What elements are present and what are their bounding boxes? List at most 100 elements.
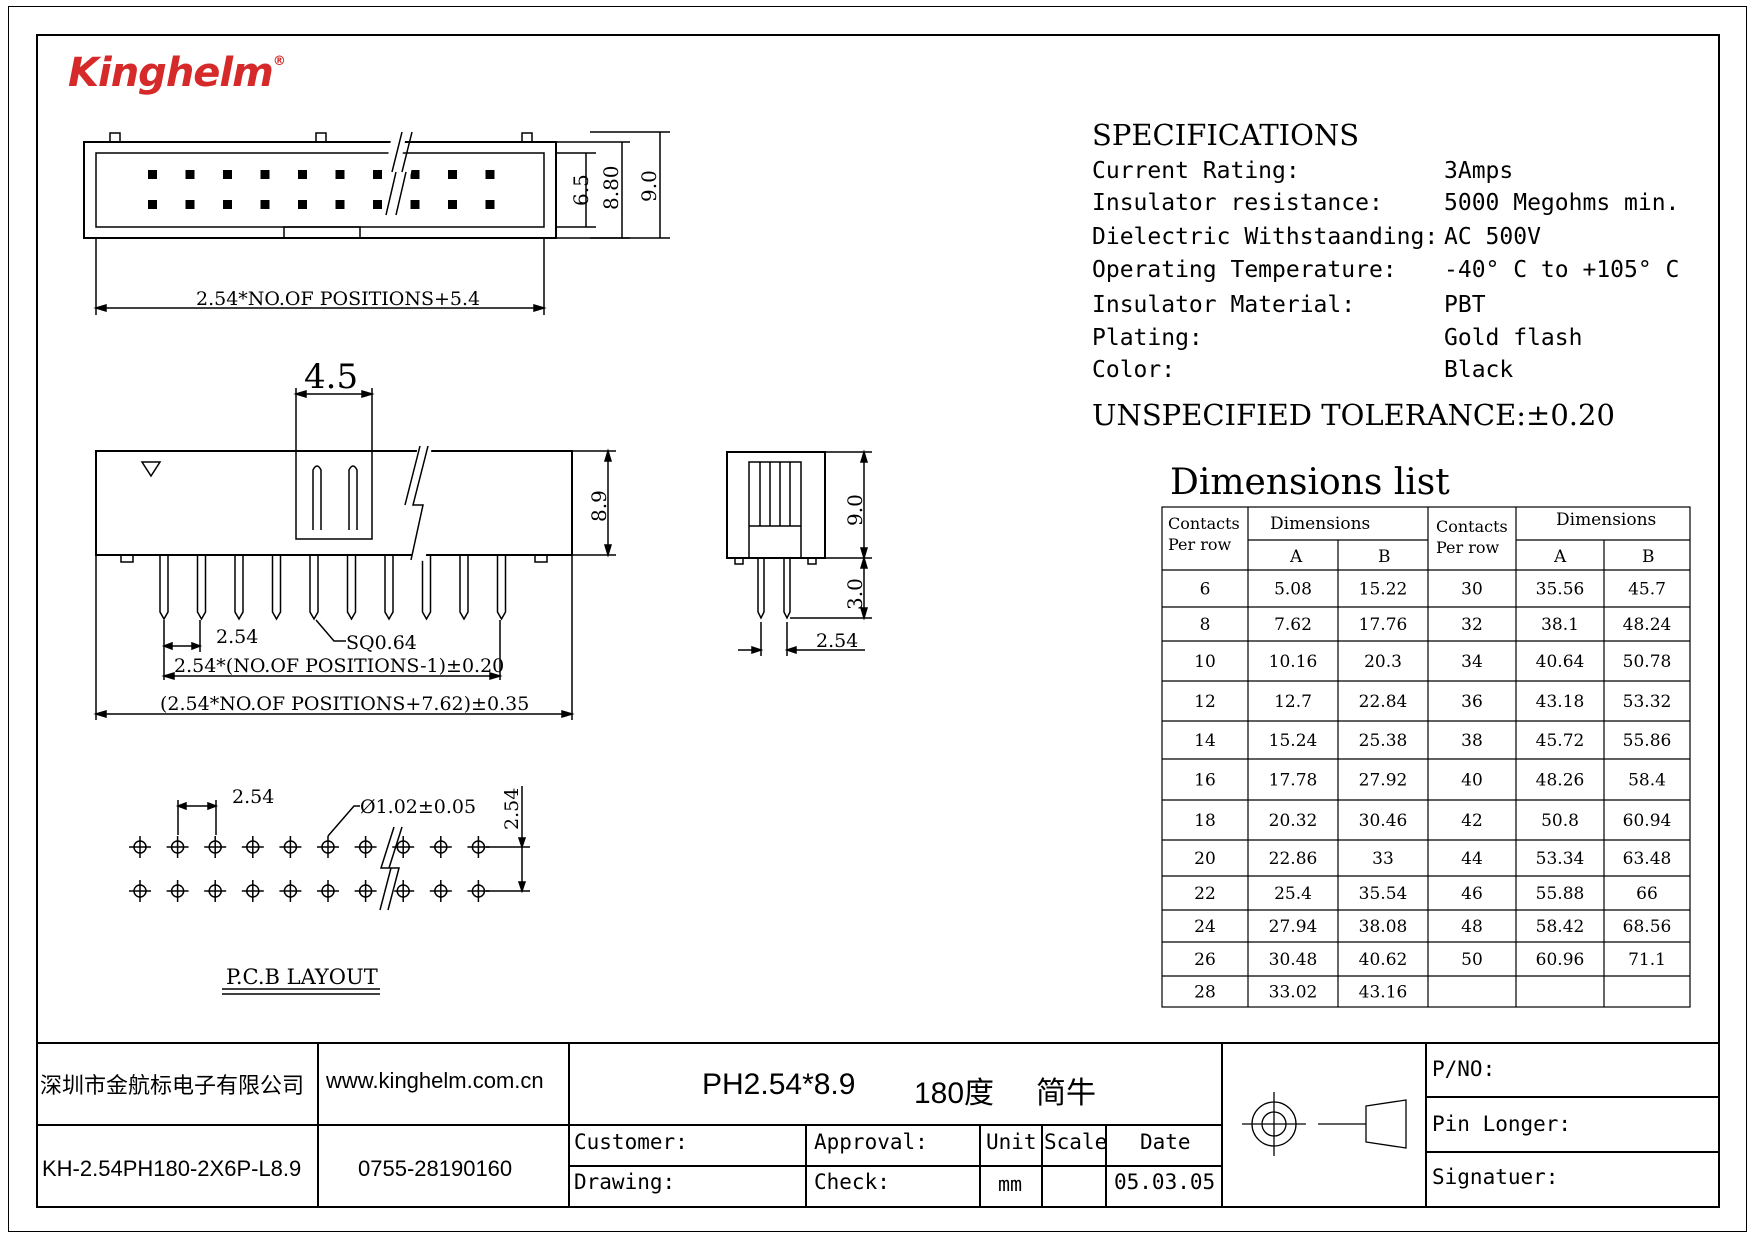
pcb-hole-icon: [429, 836, 452, 858]
table-cell: 45.72: [1536, 731, 1585, 751]
pcb-hole-icon: [279, 880, 302, 902]
table-cell: 30.46: [1359, 811, 1408, 831]
table-cell: 30.48: [1269, 950, 1318, 970]
head-dimensions-left: Dimensions: [1270, 514, 1370, 534]
side-view: [726, 449, 872, 656]
spec-label: Insulator resistance:: [1092, 190, 1383, 216]
table-cell: 33: [1372, 849, 1394, 869]
table-cell: 17.78: [1269, 771, 1318, 791]
pcb-hole-icon: [129, 836, 151, 858]
company-name: 深圳市金航标电子有限公司: [40, 1073, 305, 1098]
pin-square-icon: [448, 200, 457, 209]
table-cell: 55.86: [1623, 731, 1672, 751]
table-cell: 10: [1194, 652, 1216, 672]
check-label: Check:: [814, 1170, 890, 1194]
product-name: PH2.54*8.9: [702, 1068, 856, 1101]
table-cell: 15.22: [1359, 580, 1408, 600]
company-website[interactable]: www.kinghelm.com.cn: [326, 1068, 544, 1093]
pno-label: P/NO:: [1432, 1057, 1496, 1081]
table-cell: 7.62: [1274, 615, 1312, 635]
pcb-hole-icon: [241, 880, 264, 902]
table-cell: 50.8: [1541, 811, 1579, 831]
table-cell: 28: [1194, 983, 1216, 1003]
front-pitch-label: 2.54: [216, 626, 258, 648]
pin-square-icon: [223, 170, 232, 179]
pcb-hole-icon: [166, 836, 189, 858]
head-dimensions-right: Dimensions: [1556, 510, 1656, 530]
spec-value: Gold flash: [1444, 325, 1583, 351]
top-length-label: 2.54*NO.OF POSITIONS+5.4: [196, 288, 480, 310]
technical-drawing: 2.54*NO.OF POSITIONS+5.4 6.5 8.80 9.0 4.…: [83, 131, 872, 995]
pin-square-icon: [148, 200, 157, 209]
pin-icon: [496, 555, 507, 621]
pin-icon: [459, 555, 469, 621]
pin-icon: [196, 555, 207, 621]
front-view: [93, 388, 616, 720]
pin-icon: [421, 555, 432, 621]
pcb-hole-icon: [279, 836, 302, 858]
table-cell: 48.26: [1536, 771, 1585, 791]
spec-label: Current Rating:: [1092, 158, 1300, 184]
side-pitch-label: 2.54: [816, 630, 858, 652]
pcb-hole-icon: [129, 880, 151, 902]
table-cell: 22.86: [1269, 849, 1318, 869]
top-dim-6.5: 6.5: [569, 174, 593, 206]
table-cell: 38: [1461, 731, 1483, 751]
table-cell: 27.94: [1269, 917, 1318, 937]
head-a-right: A: [1553, 547, 1567, 567]
pcb-hole-icon: [317, 836, 339, 858]
table-cell: 55.88: [1536, 884, 1585, 904]
pcb-hole-icon: [204, 880, 227, 902]
table-cell: 71.1: [1628, 950, 1666, 970]
table-cell: 40: [1461, 771, 1483, 791]
front-height-label: 8.9: [587, 490, 611, 522]
pin-icon: [234, 555, 244, 621]
pin-square-icon: [298, 200, 307, 209]
pin-square-icon: [448, 170, 457, 179]
table-cell: 58.42: [1536, 917, 1585, 937]
table-cell: 60.94: [1623, 811, 1672, 831]
table-cell: 38.08: [1359, 917, 1408, 937]
pin-square-icon: [485, 200, 495, 209]
table-cell: 22: [1194, 884, 1216, 904]
table-cell: 50.78: [1623, 652, 1672, 672]
kinghelm-logo: Kinghelm®: [68, 50, 286, 96]
customer-label: Customer:: [574, 1130, 688, 1154]
pcb-hole-icon: [241, 836, 264, 858]
slot-width-label: 4.5: [304, 357, 358, 397]
table-cell: 32: [1461, 615, 1483, 635]
pin-square-icon: [373, 170, 382, 179]
approval-label: Approval:: [814, 1130, 928, 1154]
date-label: Date: [1140, 1130, 1191, 1154]
table-cell: 17.76: [1359, 615, 1408, 635]
table-cell: 12.7: [1274, 692, 1312, 712]
table-cell: 48.24: [1623, 615, 1672, 635]
pcb-hole-label: Ø1.02±0.05: [360, 796, 476, 818]
date-value: 05.03.05: [1114, 1170, 1216, 1194]
table-cell: 25.4: [1274, 884, 1312, 904]
outer-frame: [8, 6, 1747, 1232]
table-cell: 15.24: [1269, 731, 1318, 751]
pcb-hole-icon: [467, 880, 490, 902]
table-cell: 53.32: [1623, 692, 1672, 712]
table-cell: 25.38: [1359, 731, 1408, 751]
unit-label: Unit: [986, 1130, 1037, 1154]
table-cell: 12: [1194, 692, 1216, 712]
table-cell: 48: [1461, 917, 1483, 937]
dimensions-table: Contacts Per row Dimensions A B Contacts…: [1161, 506, 1691, 1008]
pin-square-icon: [223, 200, 232, 209]
table-cell: 16: [1194, 771, 1216, 791]
pin-square-icon: [185, 170, 195, 179]
dimensions-title: Dimensions list: [1170, 462, 1450, 503]
scale-label: Scale: [1044, 1130, 1108, 1154]
phone-number: 0755-28190160: [358, 1156, 513, 1181]
head-a-left: A: [1289, 547, 1303, 567]
pcb-hole-icon: [467, 836, 490, 858]
projection-symbol-icon: [1242, 1092, 1407, 1156]
signature-label: Signatuer:: [1432, 1165, 1559, 1189]
table-cell: 60.96: [1536, 950, 1585, 970]
table-cell: 42: [1461, 811, 1483, 831]
pin-longer-label: Pin Longer:: [1432, 1112, 1572, 1136]
pin-icon: [309, 555, 319, 621]
table-cell: 14: [1194, 731, 1216, 751]
